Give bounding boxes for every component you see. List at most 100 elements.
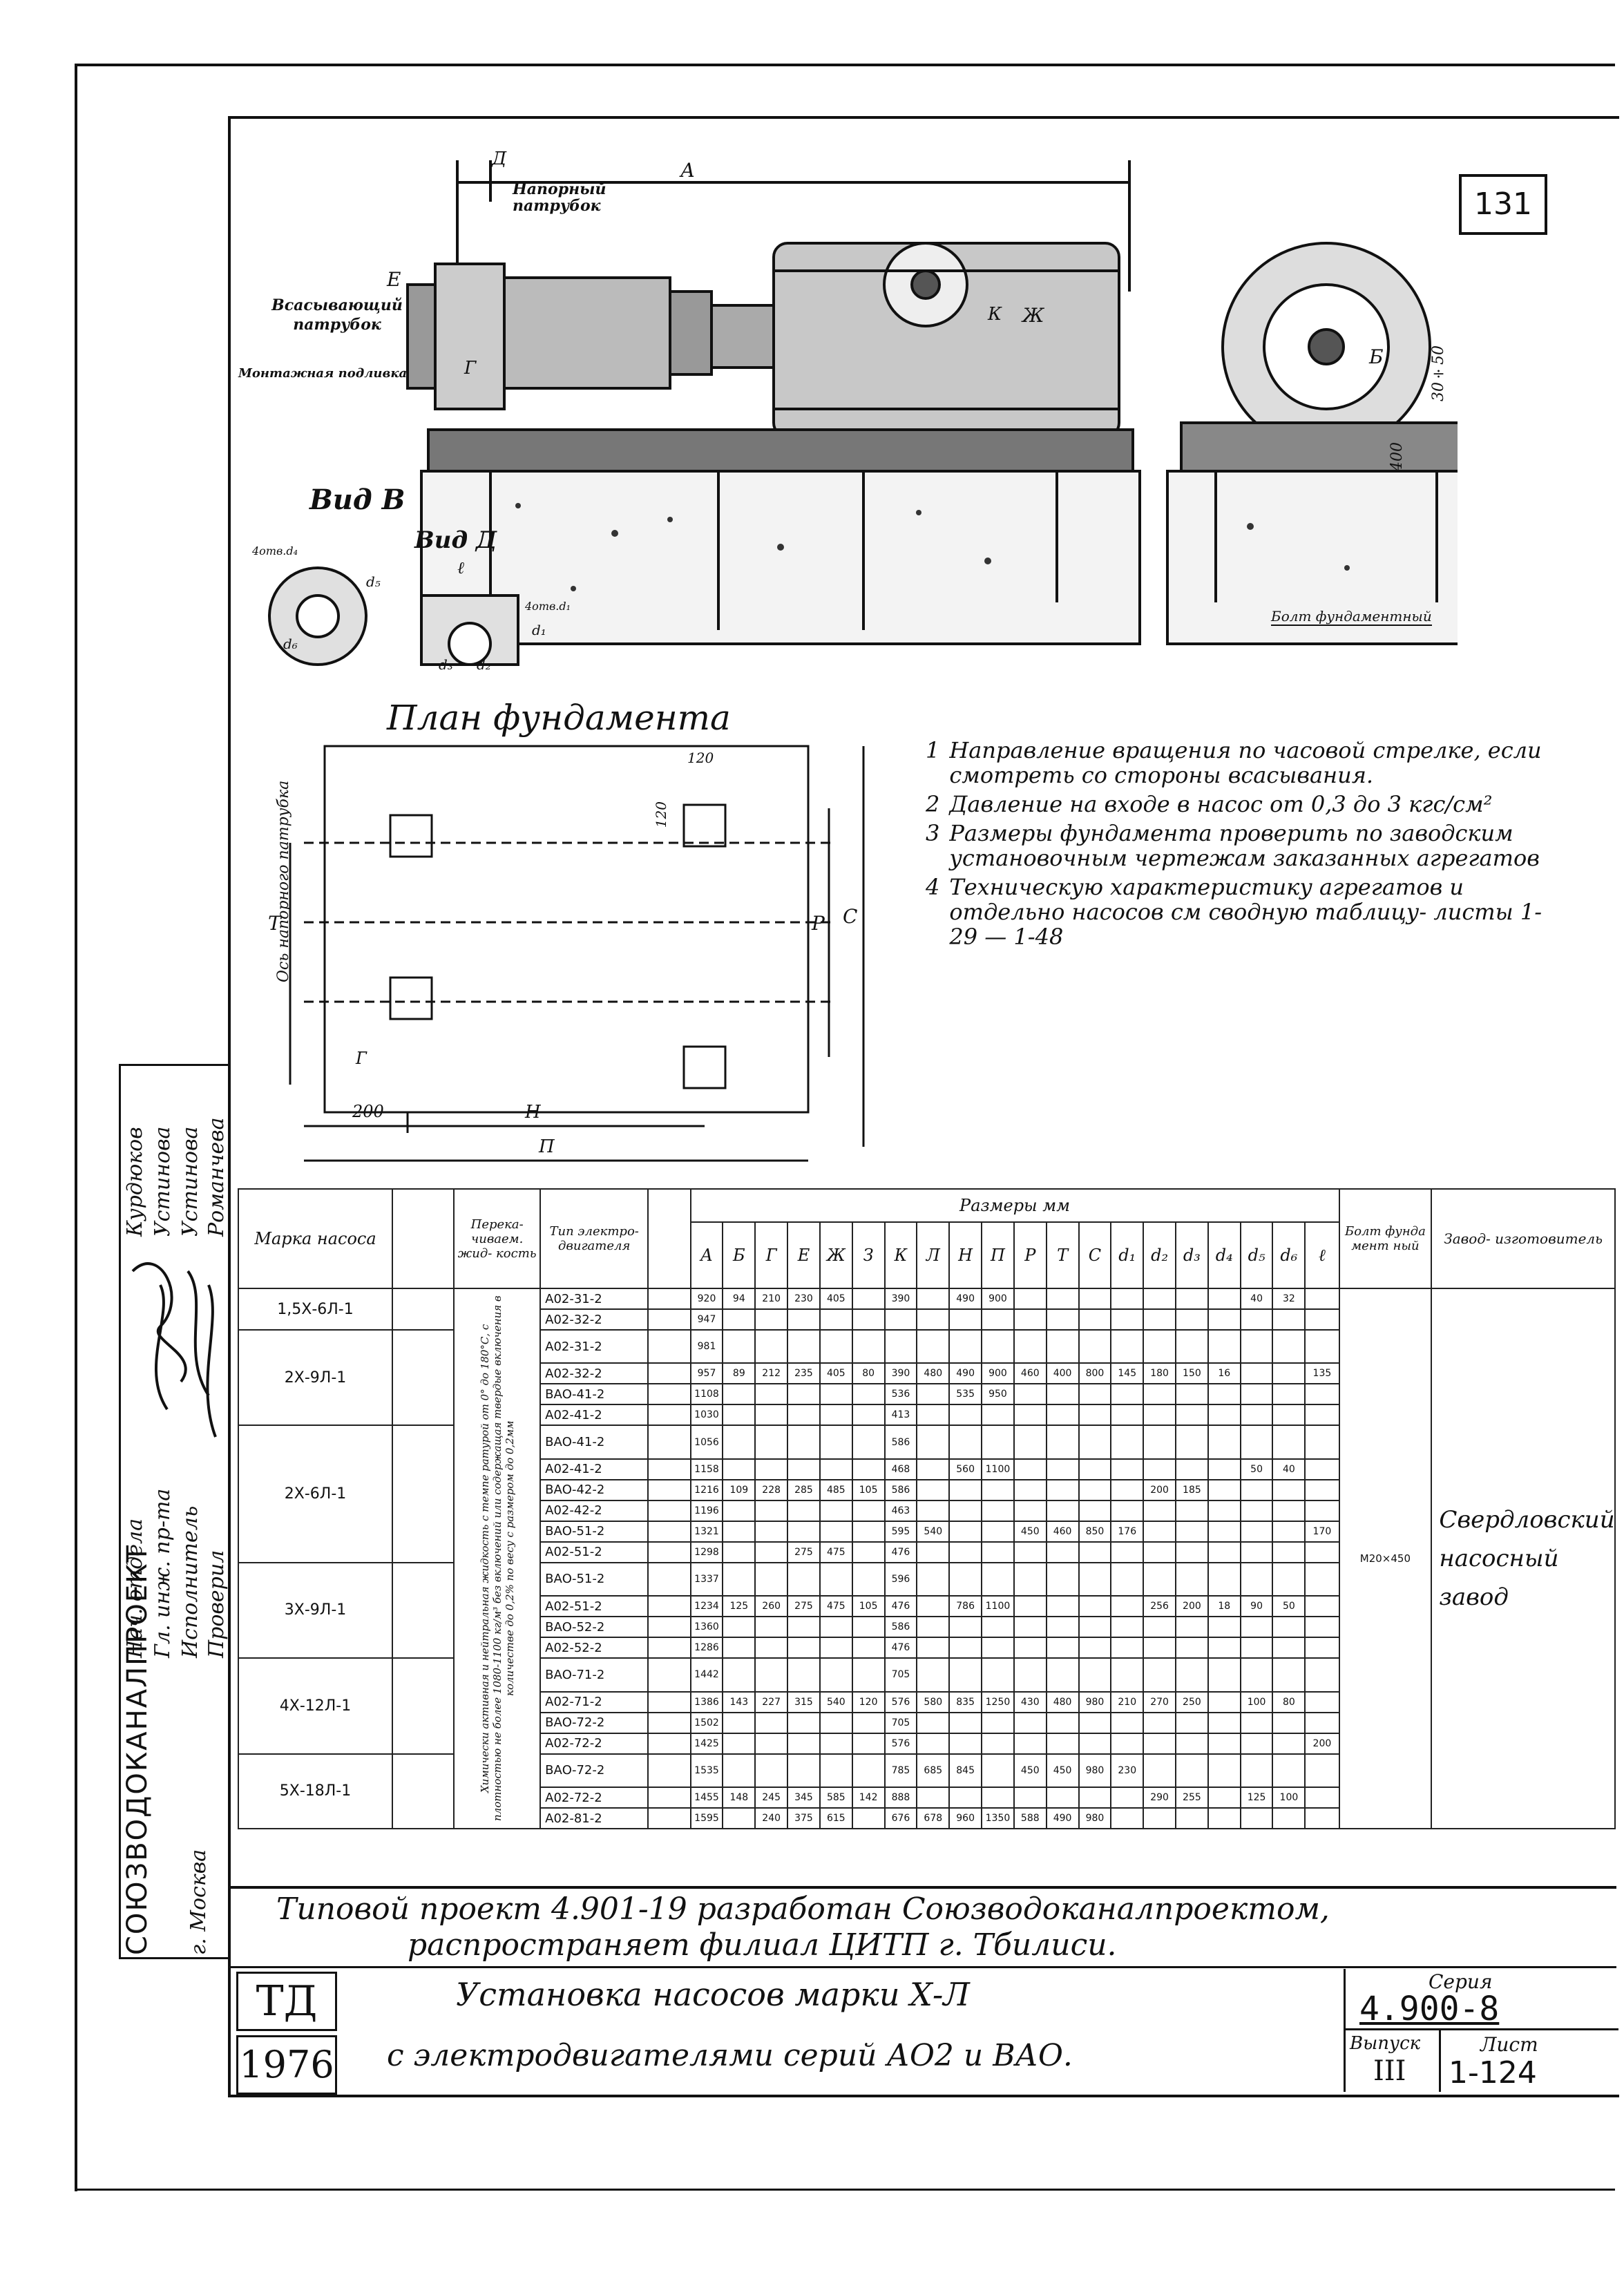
dim-cell-c: [1078, 1458, 1112, 1480]
dim-cell-c: 980: [1078, 1807, 1112, 1829]
dim-cell-d2: [1143, 1561, 1176, 1597]
dim-cell-z: [851, 1308, 886, 1331]
dim-cell-k: 476: [883, 1637, 918, 1659]
issue-box: Выпуск III: [1344, 2030, 1441, 2092]
dim-cell-a: 947: [689, 1308, 724, 1331]
dim-cell-d4: [1207, 1328, 1241, 1364]
motor-type-cell: ВАО-72-2: [539, 1711, 649, 1734]
dim-cell-a: 1425: [689, 1732, 724, 1755]
dim-cell-h: 835: [948, 1690, 983, 1713]
dim-cell-d6: 50: [1272, 1595, 1306, 1618]
dim-cell-d2: [1143, 1807, 1176, 1829]
dim-cell-l: [916, 1404, 950, 1427]
dim-cell-d3: [1175, 1425, 1209, 1460]
motor-type-cell: А02-41-2: [539, 1404, 649, 1427]
dim-cell-z: [851, 1807, 886, 1829]
dim-cell-c: [1078, 1425, 1112, 1460]
dim-cell-k: 576: [883, 1690, 918, 1713]
plan-title: План фундамента: [387, 698, 731, 738]
dim-cell-e: [787, 1753, 821, 1789]
dim-cell-l: [1304, 1328, 1340, 1364]
dim-cell-zh: [819, 1383, 853, 1406]
pump-mark-cell: 4Х-12Л-1: [237, 1657, 394, 1755]
dim-cell-e: [787, 1328, 821, 1364]
dim-cell-c: [1078, 1711, 1112, 1734]
dim-cell-h: [948, 1404, 983, 1427]
dim-cell-t: [1045, 1458, 1080, 1480]
th-dim-col: Г: [754, 1221, 789, 1289]
dim-cell-d1: [1110, 1288, 1145, 1310]
dim-cell-l: [1304, 1288, 1340, 1310]
th-dim-col: Б: [722, 1221, 756, 1289]
dim-cell-d4: [1207, 1732, 1241, 1755]
dim-cell-g: [754, 1732, 789, 1755]
dim-cell-l: [916, 1458, 950, 1480]
dim-cell-p: 950: [981, 1383, 1015, 1406]
dim-cell-t: [1045, 1478, 1080, 1501]
dim-cell-r: [1013, 1308, 1047, 1331]
dim-cell-c: [1078, 1561, 1112, 1597]
dim-cell-d2: [1143, 1541, 1176, 1563]
dim-cell-c: [1078, 1499, 1112, 1522]
dim-cell-b: [722, 1657, 756, 1693]
dim-cell-e: [787, 1383, 821, 1406]
dim-cell-a: 1234: [689, 1595, 724, 1618]
dim-cell-h: [948, 1541, 983, 1563]
dim-cell-d5: [1239, 1520, 1274, 1543]
dim-cell-k: 888: [883, 1787, 918, 1809]
dim-cell-t: 400: [1045, 1362, 1080, 1385]
dim-cell-k: [883, 1328, 918, 1364]
dim-cell-g: 227: [754, 1690, 789, 1713]
plan-dim-120-top: 120: [687, 750, 714, 766]
dim-cell-c: [1078, 1616, 1112, 1639]
dim-cell-b: 109: [722, 1478, 756, 1501]
dim-cell-d2: 290: [1143, 1787, 1176, 1809]
dim-cell-z: [851, 1637, 886, 1659]
dim-cell-t: 450: [1045, 1753, 1080, 1789]
dim-cell-p: 1100: [981, 1458, 1015, 1480]
blank-cell: [647, 1425, 691, 1460]
dim-cell-c: [1078, 1328, 1112, 1364]
dim-cell-d1: [1110, 1637, 1145, 1659]
dim-cell-d1: [1110, 1711, 1145, 1734]
dim-cell-k: 390: [883, 1362, 918, 1385]
dim-cell-h: 560: [948, 1458, 983, 1480]
stamp-city: г. Москва: [187, 1849, 211, 1955]
dim-cell-p: 900: [981, 1362, 1015, 1385]
dim-cell-d4: [1207, 1541, 1241, 1563]
dim-cell-d6: [1272, 1541, 1306, 1563]
th-dim-col: Е: [787, 1221, 821, 1289]
liquid-description-cell: Химически активная и нейтральная жидкост…: [453, 1288, 542, 1829]
motor-type-cell: А02-51-2: [539, 1541, 649, 1563]
side-stamp: [119, 1064, 230, 1959]
dim-cell-d2: [1143, 1458, 1176, 1480]
blank-cell: [647, 1616, 691, 1639]
th-dim-col: ℓ: [1304, 1221, 1340, 1289]
dim-cell-l: [1304, 1308, 1340, 1331]
th-dim-col: Л: [916, 1221, 950, 1289]
dim-cell-l: [1304, 1541, 1340, 1563]
dim-cell-c: [1078, 1787, 1112, 1809]
dim-cell-b: [722, 1711, 756, 1734]
dim-cell-d4: [1207, 1288, 1241, 1310]
dim-cell-l: [916, 1499, 950, 1522]
dim-cell-d6: [1272, 1308, 1306, 1331]
dim-cell-a: 1337: [689, 1561, 724, 1597]
dim-cell-l: [916, 1616, 950, 1639]
dim-cell-d6: [1272, 1425, 1306, 1460]
dim-cell-d2: [1143, 1732, 1176, 1755]
dim-cell-d1: [1110, 1383, 1145, 1406]
dim-cell-t: [1045, 1383, 1080, 1406]
dim-cell-k: 413: [883, 1404, 918, 1427]
dim-cell-r: [1013, 1787, 1047, 1809]
dim-cell-p: [981, 1404, 1015, 1427]
dim-cell-l: [916, 1637, 950, 1659]
dim-cell-d5: 100: [1239, 1690, 1274, 1713]
dim-cell-b: 125: [722, 1595, 756, 1618]
